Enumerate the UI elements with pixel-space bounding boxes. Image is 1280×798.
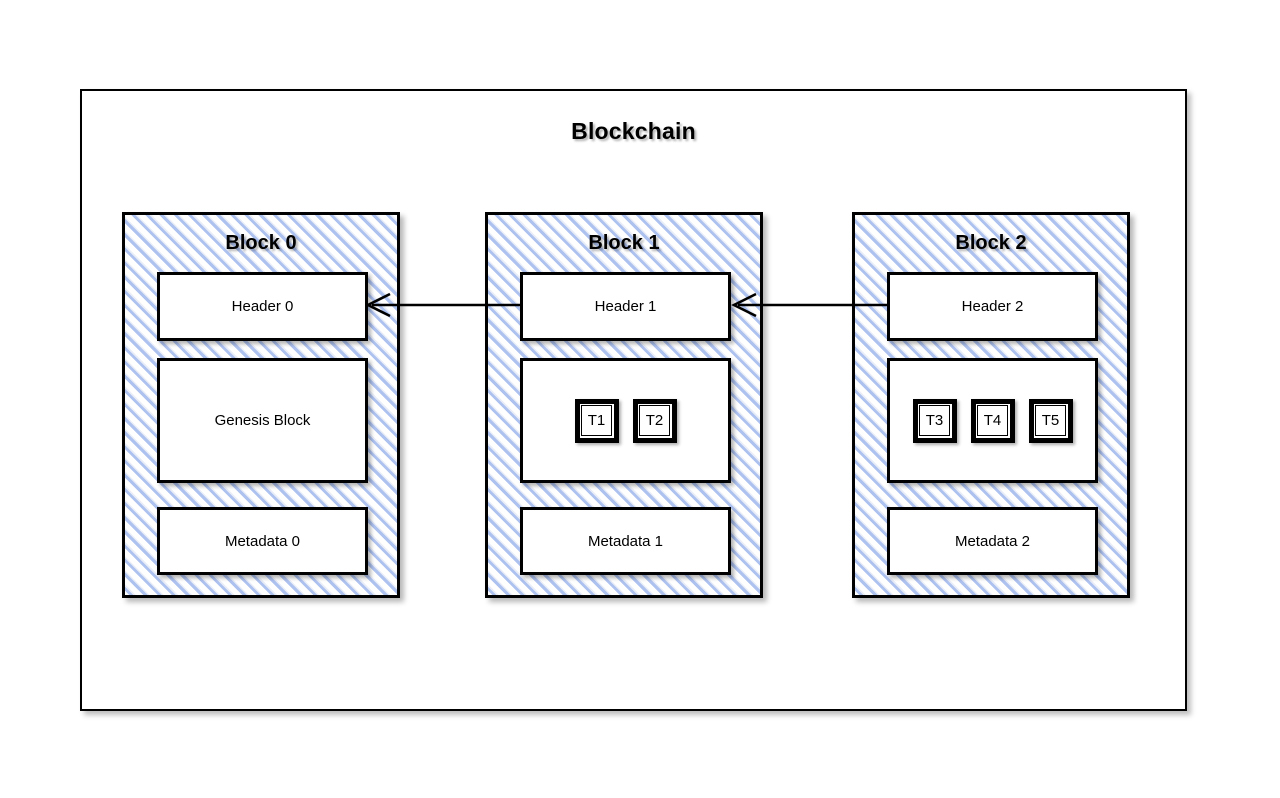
block-0-title: Block 0 — [225, 232, 297, 254]
block-0-header[interactable]: Header 0 — [157, 272, 368, 341]
block-2-header[interactable]: Header 2 — [887, 272, 1098, 341]
block-2[interactable]: Block 2 Header 2 T3 T4 T5 — [852, 212, 1130, 598]
block-1-body[interactable]: T1 T2 — [520, 358, 731, 483]
block-0-body[interactable]: Genesis Block — [157, 358, 368, 483]
block-2-body[interactable]: T3 T4 T5 — [887, 358, 1098, 483]
transaction-t5-label: T5 — [1041, 412, 1060, 429]
block-1-header-label: Header 1 — [594, 298, 657, 315]
block-2-header-label: Header 2 — [961, 298, 1024, 315]
transaction-t5[interactable]: T5 — [1028, 398, 1073, 443]
transaction-t4-inner: T4 — [977, 405, 1008, 436]
block-0-header-label: Header 0 — [231, 298, 294, 315]
transaction-t2-label: T2 — [645, 412, 664, 429]
transaction-t1-label: T1 — [587, 412, 606, 429]
transaction-t5-inner: T5 — [1035, 405, 1066, 436]
block-1-header[interactable]: Header 1 — [520, 272, 731, 341]
transaction-t3-label: T3 — [925, 412, 944, 429]
block-2-metadata[interactable]: Metadata 2 — [887, 507, 1098, 575]
block-1[interactable]: Block 1 Header 1 T1 T2 Metadata 1 — [485, 212, 763, 598]
block-2-transaction-list: T3 T4 T5 — [890, 398, 1095, 443]
block-0-metadata[interactable]: Metadata 0 — [157, 507, 368, 575]
block-1-transaction-list: T1 T2 — [523, 398, 728, 443]
transaction-t1-inner: T1 — [581, 405, 612, 436]
transaction-t4[interactable]: T4 — [970, 398, 1015, 443]
block-0-body-label: Genesis Block — [214, 412, 311, 429]
transaction-t2[interactable]: T2 — [632, 398, 677, 443]
block-1-title: Block 1 — [588, 232, 660, 254]
block-0-metadata-label: Metadata 0 — [224, 532, 301, 550]
block-0[interactable]: Block 0 Header 0 Genesis Block Metadata … — [122, 212, 400, 598]
transaction-t3[interactable]: T3 — [912, 398, 957, 443]
block-2-metadata-label: Metadata 2 — [954, 532, 1031, 550]
transaction-t1[interactable]: T1 — [574, 398, 619, 443]
block-2-title: Block 2 — [955, 232, 1027, 254]
block-1-metadata-label: Metadata 1 — [587, 532, 664, 550]
transaction-t3-inner: T3 — [919, 405, 950, 436]
transaction-t2-inner: T2 — [639, 405, 670, 436]
transaction-t4-label: T4 — [983, 412, 1002, 429]
blockchain-title: Blockchain — [571, 118, 696, 144]
block-1-metadata[interactable]: Metadata 1 — [520, 507, 731, 575]
